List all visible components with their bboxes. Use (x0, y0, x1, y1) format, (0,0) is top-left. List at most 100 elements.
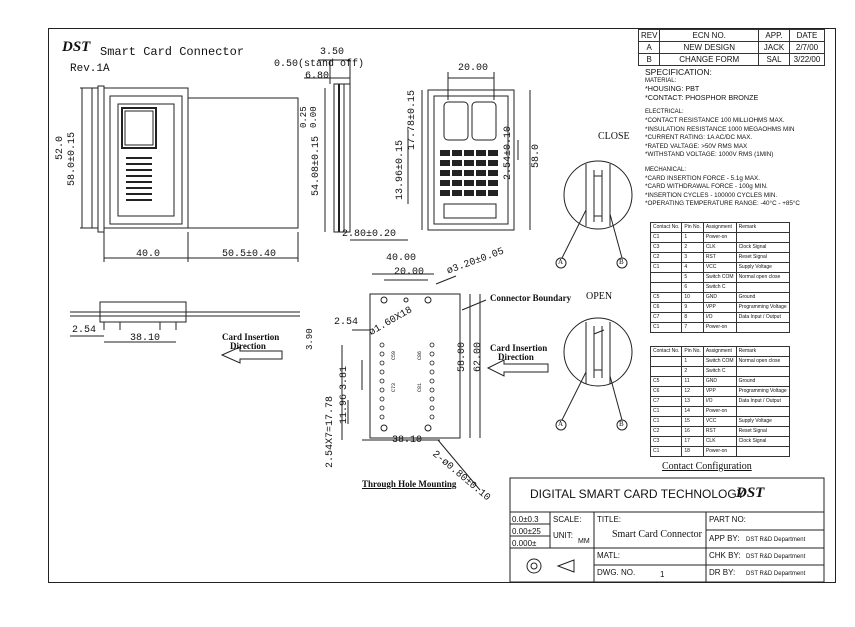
contact-no (649, 356, 683, 367)
contact-table-close: Contact No. Pin No. Assignment Remark C1… (649, 222, 790, 333)
part-label: PART NO: (709, 515, 746, 524)
pin-no: 4 (681, 262, 704, 273)
pcb-pin-c10: C86 (417, 350, 423, 360)
unit-label: UNIT: (553, 531, 573, 540)
close-point-b: B (619, 258, 624, 266)
dwg-value: 1 (660, 570, 665, 579)
remark: Supply Voltage (735, 262, 790, 273)
spec-material-1: *CONTACT: PHOSPHOR BRONZE (645, 92, 759, 102)
dim-52-0: 52.0 (55, 135, 66, 160)
app-value: DST R&D Department (746, 537, 806, 543)
pin-no: 14 (681, 406, 704, 417)
rev-row-b-app: SAL (758, 53, 790, 66)
pin-no: 13 (681, 396, 704, 407)
specification-block: SPECIFICATION: MATERIAL: *HOUSING: PBT *… (645, 68, 800, 209)
rev-header-app: APP. (758, 29, 790, 42)
assignment: Switch COM (702, 272, 737, 283)
contact-header-remark: Remark (735, 346, 790, 357)
contact-no: C1 (649, 416, 683, 427)
pin-no: 3 (681, 252, 704, 263)
remark: Normal open close (735, 356, 790, 367)
assignment: I/O (702, 312, 737, 323)
pin-no: 2 (681, 242, 704, 253)
pin-no: 5 (681, 272, 704, 283)
open-point-a: A (558, 420, 564, 428)
rev-header-ecn: ECN NO. (659, 29, 759, 42)
assignment: VPP (702, 386, 737, 397)
dim-3-90: 3.90 (305, 328, 315, 350)
dim-3-50: 3.50 (320, 47, 345, 58)
remark (735, 322, 790, 333)
direction-label-1: Direction (230, 341, 266, 351)
pcb-pin-c6: C59 (391, 350, 397, 360)
contact-no: C1 (649, 322, 683, 333)
contact-header-no: Contact No. (649, 222, 683, 233)
contact-no (649, 272, 683, 283)
dim-58-0-right: 58.0 (531, 143, 542, 168)
contact-header-assignment: Assignment (702, 222, 737, 233)
direction-label-2: Direction (498, 352, 534, 362)
app-label: APP BY: (709, 534, 740, 543)
dim-11-96: 11.96 (339, 393, 350, 424)
rev-row-a-rev: A (637, 41, 661, 54)
pin-no: 18 (681, 446, 704, 457)
close-label: CLOSE (598, 131, 630, 142)
title-value: Smart Card Connector (612, 529, 702, 540)
pin-no: 8 (681, 312, 704, 323)
assignment: VCC (702, 416, 737, 427)
card-insertion-label-1: Card Insertion (222, 332, 280, 342)
assignment: Switch COM (702, 356, 737, 367)
pin-no: 1 (681, 232, 704, 243)
dim-0-00: 0.00 (309, 106, 319, 128)
spec-material-0: *HOUSING: PBT (645, 84, 700, 94)
pin-no: 16 (681, 426, 704, 437)
rev-row-a-ecn: NEW DESIGN (659, 41, 759, 54)
remark: Programming Voltage (735, 302, 790, 313)
drawing-title: Smart Card Connector (100, 45, 245, 59)
pin-no: 17 (681, 436, 704, 447)
assignment: RST (702, 252, 737, 263)
tolerance-1: 0.0±0.3 (512, 515, 539, 524)
remark (735, 446, 790, 457)
dim-50-5: 50.5±0.40 (222, 249, 277, 260)
remark: Ground (735, 292, 790, 303)
dim-58-0-left: 58.0±0.15 (67, 131, 78, 186)
assignment: Switch C (702, 366, 737, 377)
rev-row-b-rev: B (637, 53, 661, 66)
contact-no: C6 (649, 302, 683, 313)
contact-header-assignment: Assignment (702, 346, 737, 357)
contact-no: C1 (649, 232, 683, 243)
pin-no: 1 (681, 356, 704, 367)
remark: Clock Signal (735, 242, 790, 253)
remark: Normal open close (735, 272, 790, 283)
tolerance-3: 0.000± (512, 539, 537, 548)
pcb-pin-c2: C73 (391, 382, 397, 392)
close-point-a: A (558, 258, 564, 266)
spec-electrical-0: *CONTACT RESISTANCE 100 MILLIOHMS MAX. (645, 116, 785, 124)
rev-row-b-ecn: CHANGE FORM (659, 53, 759, 66)
assignment: VPP (702, 302, 737, 313)
spec-mechanical-0: *CARD INSERTION FORCE - 5.1g MAX. (645, 174, 760, 182)
rev-row-b-date: 3/22/00 (789, 53, 825, 66)
assignment: GND (702, 292, 737, 303)
remark: Programming Voltage (735, 386, 790, 397)
open-point-b: B (619, 420, 624, 428)
card-insertion-arrow-right (486, 359, 549, 377)
contact-header-pin: Pin No. (681, 222, 704, 233)
remark: Clock Signal (735, 436, 790, 447)
contact-no: C6 (649, 386, 683, 397)
